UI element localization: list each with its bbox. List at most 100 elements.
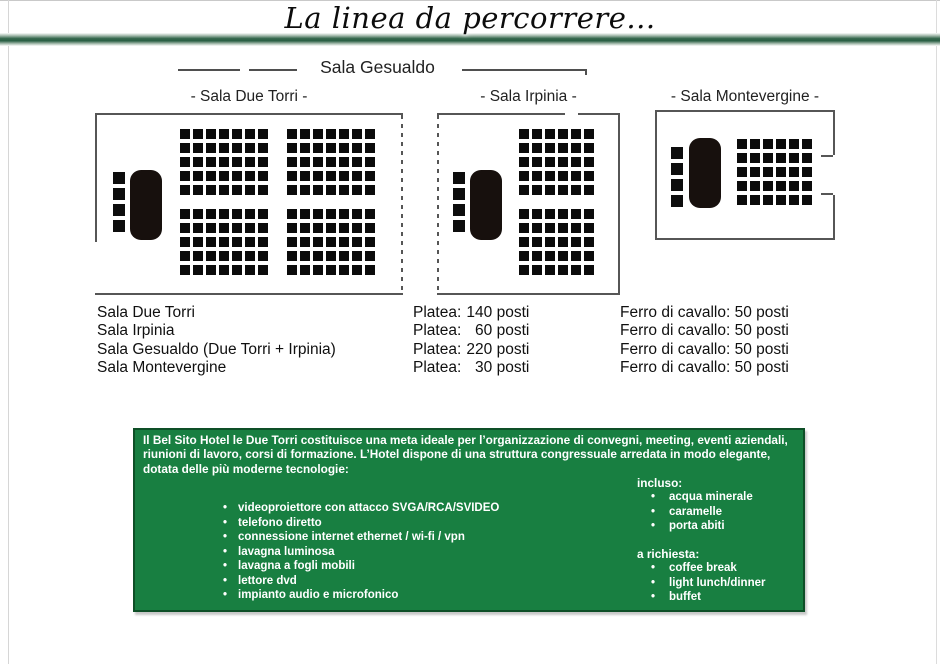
seat (571, 129, 581, 139)
seat (287, 223, 297, 233)
seat (232, 171, 242, 181)
seat (180, 143, 190, 153)
seat (300, 171, 310, 181)
seat-block (287, 209, 375, 275)
seat (545, 129, 555, 139)
seat (232, 265, 242, 275)
seat (245, 223, 255, 233)
seat (219, 129, 229, 139)
room-outline (655, 110, 835, 240)
seat (545, 237, 555, 247)
seat (326, 251, 336, 261)
seat (258, 171, 268, 181)
seat (545, 265, 555, 275)
list-item-text: caramelle (669, 505, 723, 518)
seat (532, 223, 542, 233)
seat (206, 157, 216, 167)
seat (737, 139, 747, 149)
seat (365, 185, 375, 195)
podium-chair (113, 172, 125, 184)
room-wall (437, 293, 620, 295)
seat (232, 251, 242, 261)
decorative-rule-right (462, 69, 586, 71)
seat (802, 167, 812, 177)
list-item: videoproiettore con attacco SVGA/RCA/SVI… (223, 501, 499, 516)
seat (258, 223, 268, 233)
seat (193, 209, 203, 219)
seat (584, 143, 594, 153)
platea-value: 140 (466, 304, 493, 321)
seat (326, 171, 336, 181)
seat (584, 171, 594, 181)
seat (365, 223, 375, 233)
seat (365, 171, 375, 181)
seat (193, 251, 203, 261)
seat (571, 223, 581, 233)
on-request-heading: a richiesta: (637, 546, 700, 561)
seat (558, 251, 568, 261)
seat (232, 237, 242, 247)
seat (180, 251, 190, 261)
seat (750, 195, 760, 205)
room-wall (95, 293, 403, 295)
seat (313, 143, 323, 153)
seat (519, 265, 529, 275)
list-item-text: acqua minerale (669, 491, 753, 504)
seat (558, 143, 568, 153)
seat (287, 157, 297, 167)
seat (232, 129, 242, 139)
seat (365, 129, 375, 139)
platea-unit: posti (492, 304, 530, 321)
seat (245, 143, 255, 153)
seat (206, 171, 216, 181)
seat (571, 251, 581, 261)
seat (763, 195, 773, 205)
podium-chair (453, 188, 465, 200)
list-item: acqua minerale (651, 490, 765, 505)
seat (180, 265, 190, 275)
seat (584, 209, 594, 219)
section-title: Sala Gesualdo (320, 57, 435, 77)
podium-chair (671, 163, 683, 175)
podium-chair (453, 172, 465, 184)
room-wall (618, 113, 620, 295)
seat (737, 167, 747, 177)
seat (519, 251, 529, 261)
seat (532, 209, 542, 219)
podium-chair (113, 204, 125, 216)
seat (206, 185, 216, 195)
list-item: lavagna luminosa (223, 545, 499, 560)
seat (339, 143, 349, 153)
seat (219, 223, 229, 233)
seat (339, 251, 349, 261)
platea-value: 60 (475, 322, 493, 340)
seat (571, 237, 581, 247)
seat (558, 129, 568, 139)
podium-chair (671, 179, 683, 191)
list-item: buffet (651, 590, 765, 605)
seat (750, 153, 760, 163)
seat (193, 157, 203, 167)
seat (219, 143, 229, 153)
room-wall (655, 110, 835, 112)
seat (558, 265, 568, 275)
list-item: telefono diretto (223, 516, 499, 531)
seat (532, 171, 542, 181)
seat (287, 171, 297, 181)
seat (258, 237, 268, 247)
ferro-capacity: Ferro di cavallo: 50 posti (620, 304, 789, 321)
platea-capacity: Platea:30 posti (413, 359, 620, 377)
seat (545, 157, 555, 167)
room-outline (437, 113, 620, 295)
platea-label: Platea: (413, 340, 462, 358)
room-name: Sala Gesualdo (Due Torri + Irpinia) (97, 340, 336, 358)
ferro-capacity: Ferro di cavallo: 50 posti (620, 322, 789, 340)
seat (519, 223, 529, 233)
decorative-rule-tick (585, 69, 587, 75)
seat (258, 265, 268, 275)
seat (258, 157, 268, 167)
